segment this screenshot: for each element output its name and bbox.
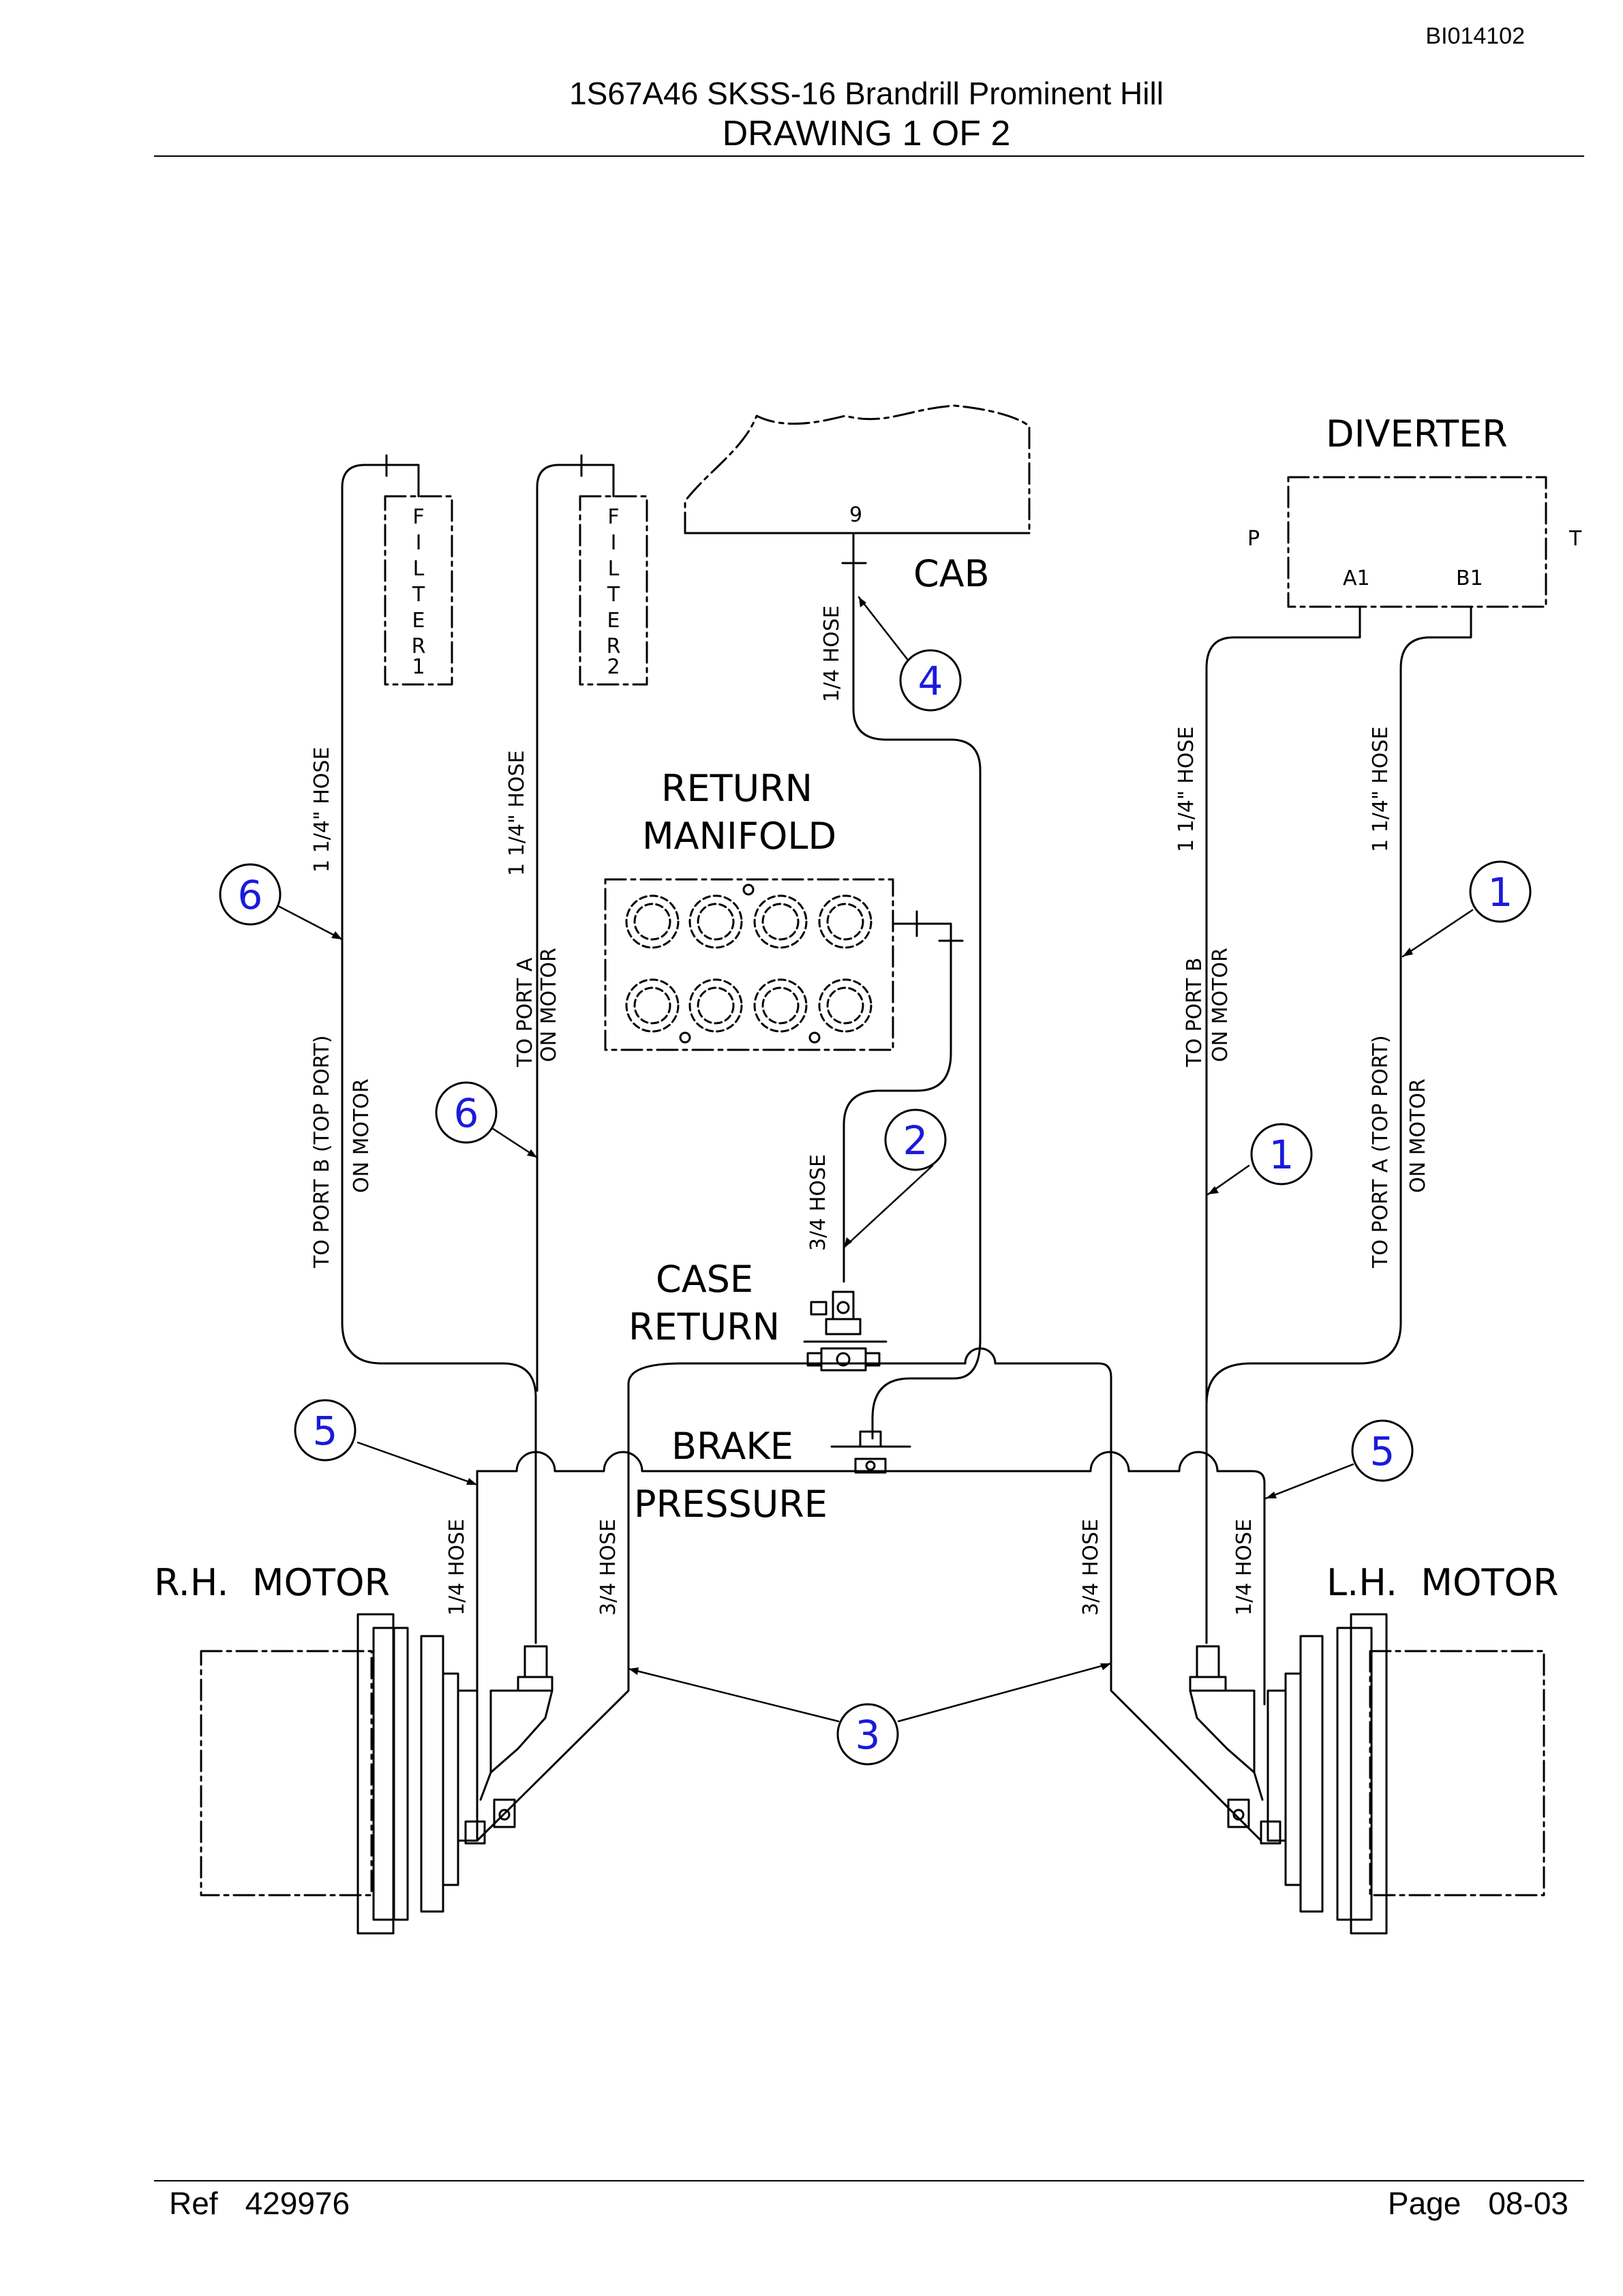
hose-label-lh-case: 3/4 HOSE bbox=[1079, 1519, 1103, 1616]
filter-2-char: E bbox=[607, 609, 620, 633]
header-rule bbox=[154, 155, 1584, 157]
callout-6-left-label: 6 bbox=[238, 872, 263, 918]
hose-label-lh-brake: 1/4 HOSE bbox=[1232, 1519, 1256, 1616]
manifold-ports bbox=[625, 894, 873, 1033]
diverter-label: DIVERTER bbox=[1326, 412, 1508, 455]
filter-1-char: R bbox=[412, 635, 426, 659]
filter-1-char: 1 bbox=[412, 655, 425, 679]
callout-1-mid bbox=[1250, 1123, 1313, 1185]
callout-6-mid-label: 6 bbox=[454, 1090, 479, 1136]
cab-brake-hose bbox=[852, 532, 982, 1440]
filter-2-char: 2 bbox=[607, 655, 620, 679]
case-return-label-1: CASE bbox=[656, 1258, 753, 1301]
callout-1-right-label: 1 bbox=[1488, 869, 1513, 916]
cab-port-label: 9 bbox=[849, 503, 862, 527]
drawing-title: 1S67A46 SKSS-16 Brandrill Prominent Hill bbox=[569, 76, 1164, 111]
on-motor-label-port-a: ON MOTOR bbox=[537, 948, 561, 1062]
case-return-label-2: RETURN bbox=[628, 1305, 780, 1348]
callout-5-right bbox=[1351, 1419, 1414, 1482]
hose-label-rh-brake: 1/4 HOSE bbox=[445, 1519, 469, 1616]
diverter-b1-label: B1 bbox=[1456, 567, 1483, 590]
footer-page: Page 08-03 bbox=[1388, 2185, 1568, 2222]
callout-3 bbox=[899, 649, 962, 712]
case-return-valve bbox=[803, 1290, 888, 1372]
return-manifold-box bbox=[604, 878, 894, 1051]
cab-label: CAB bbox=[913, 552, 990, 595]
ref-value: 429976 bbox=[245, 2186, 350, 2221]
drawing-sheet-number: DRAWING 1 OF 2 bbox=[722, 114, 1011, 153]
filter-1-char: T bbox=[412, 583, 425, 607]
on-motor-label-left: ON MOTOR bbox=[350, 1078, 374, 1193]
filter-2-char: T bbox=[607, 583, 620, 607]
filter-2-char: I bbox=[611, 531, 617, 555]
diverter-box bbox=[1287, 476, 1547, 608]
callout-arrowheads bbox=[331, 597, 1413, 1675]
diverter-a1-label: A1 bbox=[1343, 567, 1370, 590]
document-code: BI014102 bbox=[1425, 23, 1525, 49]
cab-outline bbox=[684, 404, 1031, 534]
on-motor-label-right: ON MOTOR bbox=[1406, 1078, 1430, 1193]
filter-2-hose bbox=[536, 464, 615, 1392]
hose-label-case-return: 3/4 HOSE bbox=[806, 1154, 830, 1251]
footer-rule bbox=[154, 2180, 1584, 2181]
brake-pressure-label-2: PRESSURE bbox=[634, 1483, 828, 1526]
rh-motor-label: R.H. MOTOR bbox=[154, 1561, 390, 1604]
filter-1-hose bbox=[341, 464, 537, 1644]
brake-pressure-line bbox=[476, 1451, 1266, 1706]
callout-4 bbox=[836, 1703, 899, 1766]
callout-5-left-label: 5 bbox=[313, 1408, 338, 1454]
callout-1-mid-label: 1 bbox=[1269, 1132, 1294, 1178]
hose-label-cab: 1/4 HOSE bbox=[820, 605, 844, 702]
callout-3-label: 4 bbox=[918, 658, 943, 704]
brake-pressure-label-1: BRAKE bbox=[671, 1425, 793, 1468]
port-label-b: TO PORT B bbox=[1183, 958, 1207, 1068]
filter-1-char: F bbox=[412, 505, 424, 529]
filter-2-char: R bbox=[607, 635, 621, 659]
filter-1-char: E bbox=[412, 609, 425, 633]
callout-5-right-label: 5 bbox=[1370, 1428, 1395, 1475]
page-value: 08-03 bbox=[1488, 2186, 1568, 2221]
filter-1-char: I bbox=[416, 531, 422, 555]
diverter-b1-hose bbox=[1205, 605, 1472, 1406]
filter-1-box bbox=[384, 495, 453, 686]
return-manifold-label-2: MANIFOLD bbox=[642, 815, 836, 858]
filter-1-char: L bbox=[413, 557, 425, 581]
page-label: Page bbox=[1387, 2186, 1461, 2221]
hose-label-diverter-a1: 1 1/4" HOSE bbox=[1174, 727, 1198, 852]
case-return-hose bbox=[843, 922, 952, 1283]
lh-motor-drawing bbox=[1189, 1613, 1545, 1935]
ref-label: Ref bbox=[169, 2186, 218, 2221]
on-motor-label-port-b: ON MOTOR bbox=[1209, 948, 1232, 1062]
return-manifold-label-1: RETURN bbox=[661, 767, 813, 810]
hose-label-rh-case: 3/4 HOSE bbox=[596, 1519, 620, 1616]
filter-2-box bbox=[579, 495, 648, 686]
callout-4-label: 3 bbox=[855, 1712, 881, 1758]
callout-2-label: 2 bbox=[903, 1117, 928, 1164]
brake-pressure-valve bbox=[830, 1430, 911, 1474]
filter-2-char: F bbox=[607, 505, 619, 529]
callout-5-left bbox=[294, 1399, 357, 1462]
callout-2 bbox=[884, 1108, 947, 1171]
hose-label-filter2: 1 1/4" HOSE bbox=[505, 751, 529, 876]
case-return-crossline bbox=[680, 1347, 1262, 1842]
filter-2-char: L bbox=[608, 557, 620, 581]
diverter-p-label: P bbox=[1247, 527, 1260, 551]
lh-motor-label: L.H. MOTOR bbox=[1326, 1561, 1559, 1604]
hose-label-filter1: 1 1/4" HOSE bbox=[310, 747, 334, 873]
diverter-a1-hose bbox=[1205, 605, 1361, 1644]
footer-ref: Ref 429976 bbox=[169, 2185, 350, 2222]
callout-1-right bbox=[1469, 860, 1532, 923]
diverter-t-label: T bbox=[1568, 527, 1582, 551]
callout-6-mid bbox=[435, 1081, 498, 1144]
port-label-b-top: TO PORT B (TOP PORT) bbox=[310, 1036, 334, 1269]
port-label-a-top: TO PORT A (TOP PORT) bbox=[1369, 1036, 1393, 1269]
port-label-a: TO PORT A bbox=[513, 957, 537, 1068]
callouts bbox=[219, 649, 1532, 1766]
rh-motor-drawing bbox=[200, 1613, 553, 1935]
hose-label-diverter-b1: 1 1/4" HOSE bbox=[1369, 727, 1393, 852]
callout-6-left bbox=[219, 863, 282, 926]
